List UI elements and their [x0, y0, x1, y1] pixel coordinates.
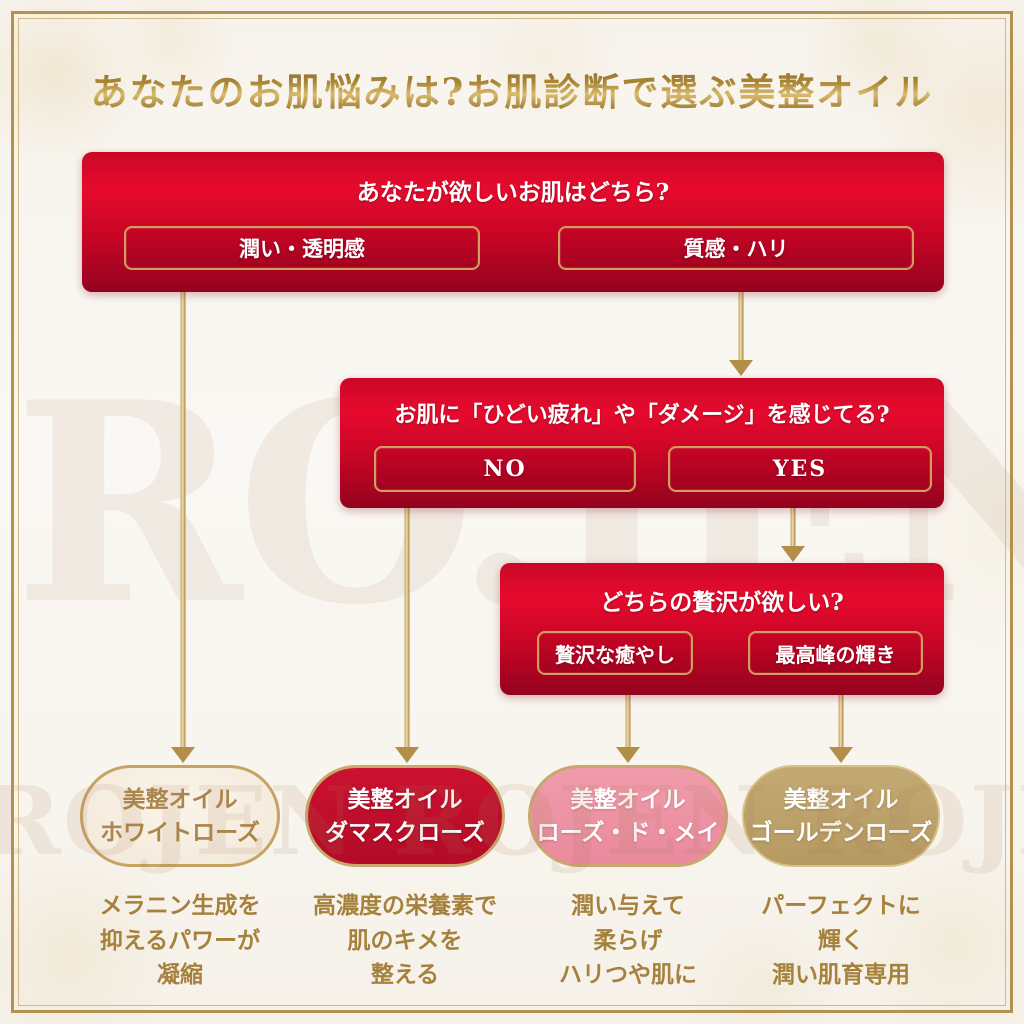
- desc-line: ハリつや肌に: [559, 961, 697, 988]
- question-box-desired-skin: あなたが欲しいお肌はどちら? 潤い・透明感 質感・ハリ: [82, 152, 944, 292]
- arrow-head-icon: [616, 747, 640, 763]
- result-pill-white-rose[interactable]: 美整オイル ホワイトローズ: [80, 765, 280, 867]
- desc-line: 柔らげ: [593, 926, 663, 954]
- result-desc-rose-de-mai: 潤い与えて 柔らげ ハリつや肌に: [508, 889, 748, 993]
- result-desc-damask-rose: 高濃度の栄養素で 肌のキメを 整える: [285, 889, 525, 993]
- result-pill-damask-rose[interactable]: 美整オイル ダマスクローズ: [305, 765, 505, 867]
- result-name-line2: ダマスクローズ: [325, 818, 485, 846]
- option-yes-button[interactable]: YES: [668, 446, 932, 492]
- connector-arrow-to-damask-rose: [395, 492, 419, 763]
- result-pill-rose-de-mai[interactable]: 美整オイル ローズ・ド・メイ: [528, 765, 728, 867]
- desc-line: 整える: [370, 961, 440, 988]
- arrow-head-icon: [395, 747, 419, 763]
- result-name-line1: 美整オイル: [122, 785, 238, 813]
- result-desc-golden-rose: パーフェクトに 輝く 潤い肌育専用: [721, 889, 961, 993]
- desc-line: 潤い与えて: [571, 892, 685, 919]
- connector-arrow-to-white-rose: [171, 272, 195, 763]
- option-moisture-clarity-button[interactable]: 潤い・透明感: [124, 226, 480, 270]
- result-desc-white-rose: メラニン生成を 抑えるパワーが 凝縮: [60, 889, 300, 993]
- result-name-line2: ゴールデンローズ: [749, 818, 933, 846]
- result-name-line1: 美整オイル: [347, 785, 463, 813]
- result-name-line2: ホワイトローズ: [100, 818, 260, 846]
- desc-line: 高濃度の栄養素で: [313, 892, 497, 919]
- arrow-head-icon: [171, 747, 195, 763]
- question-box-fatigue-damage: お肌に「ひどい疲れ」や「ダメージ」を感じてる? NO YES: [340, 378, 944, 508]
- desc-line: メラニン生成を: [99, 892, 261, 919]
- page-title: あなたのお肌悩みは?お肌診断で選ぶ美整オイル: [0, 62, 1024, 116]
- desc-line: 凝縮: [157, 961, 203, 988]
- arrow-head-icon: [729, 360, 753, 376]
- question-2-label: お肌に「ひどい疲れ」や「ダメージ」を感じてる?: [394, 402, 890, 428]
- question-box-luxury-choice: どちらの贅沢が欲しい? 贅沢な癒やし 最高峰の輝き: [500, 563, 944, 695]
- question-1-label: あなたが欲しいお肌はどちら?: [356, 179, 670, 206]
- question-3-label: どちらの贅沢が欲しい?: [600, 589, 844, 616]
- desc-line: 輝く: [818, 926, 864, 954]
- desc-line: 抑えるパワーが: [99, 926, 261, 954]
- option-supreme-radiance-button[interactable]: 最高峰の輝き: [748, 631, 923, 675]
- result-pill-golden-rose[interactable]: 美整オイル ゴールデンローズ: [742, 765, 940, 867]
- option-texture-firmness-button[interactable]: 質感・ハリ: [558, 226, 914, 270]
- desc-line: 肌のキメを: [347, 926, 463, 954]
- result-name-line1: 美整オイル: [783, 785, 899, 813]
- option-no-button[interactable]: NO: [374, 446, 636, 492]
- result-name-line2: ローズ・ド・メイ: [536, 818, 720, 846]
- desc-line: パーフェクトに: [761, 892, 921, 919]
- arrow-head-icon: [829, 747, 853, 763]
- desc-line: 潤い肌育専用: [772, 961, 910, 988]
- result-name-line1: 美整オイル: [570, 785, 686, 813]
- option-luxury-healing-button[interactable]: 贅沢な癒やし: [537, 631, 693, 675]
- arrow-head-icon: [781, 546, 805, 562]
